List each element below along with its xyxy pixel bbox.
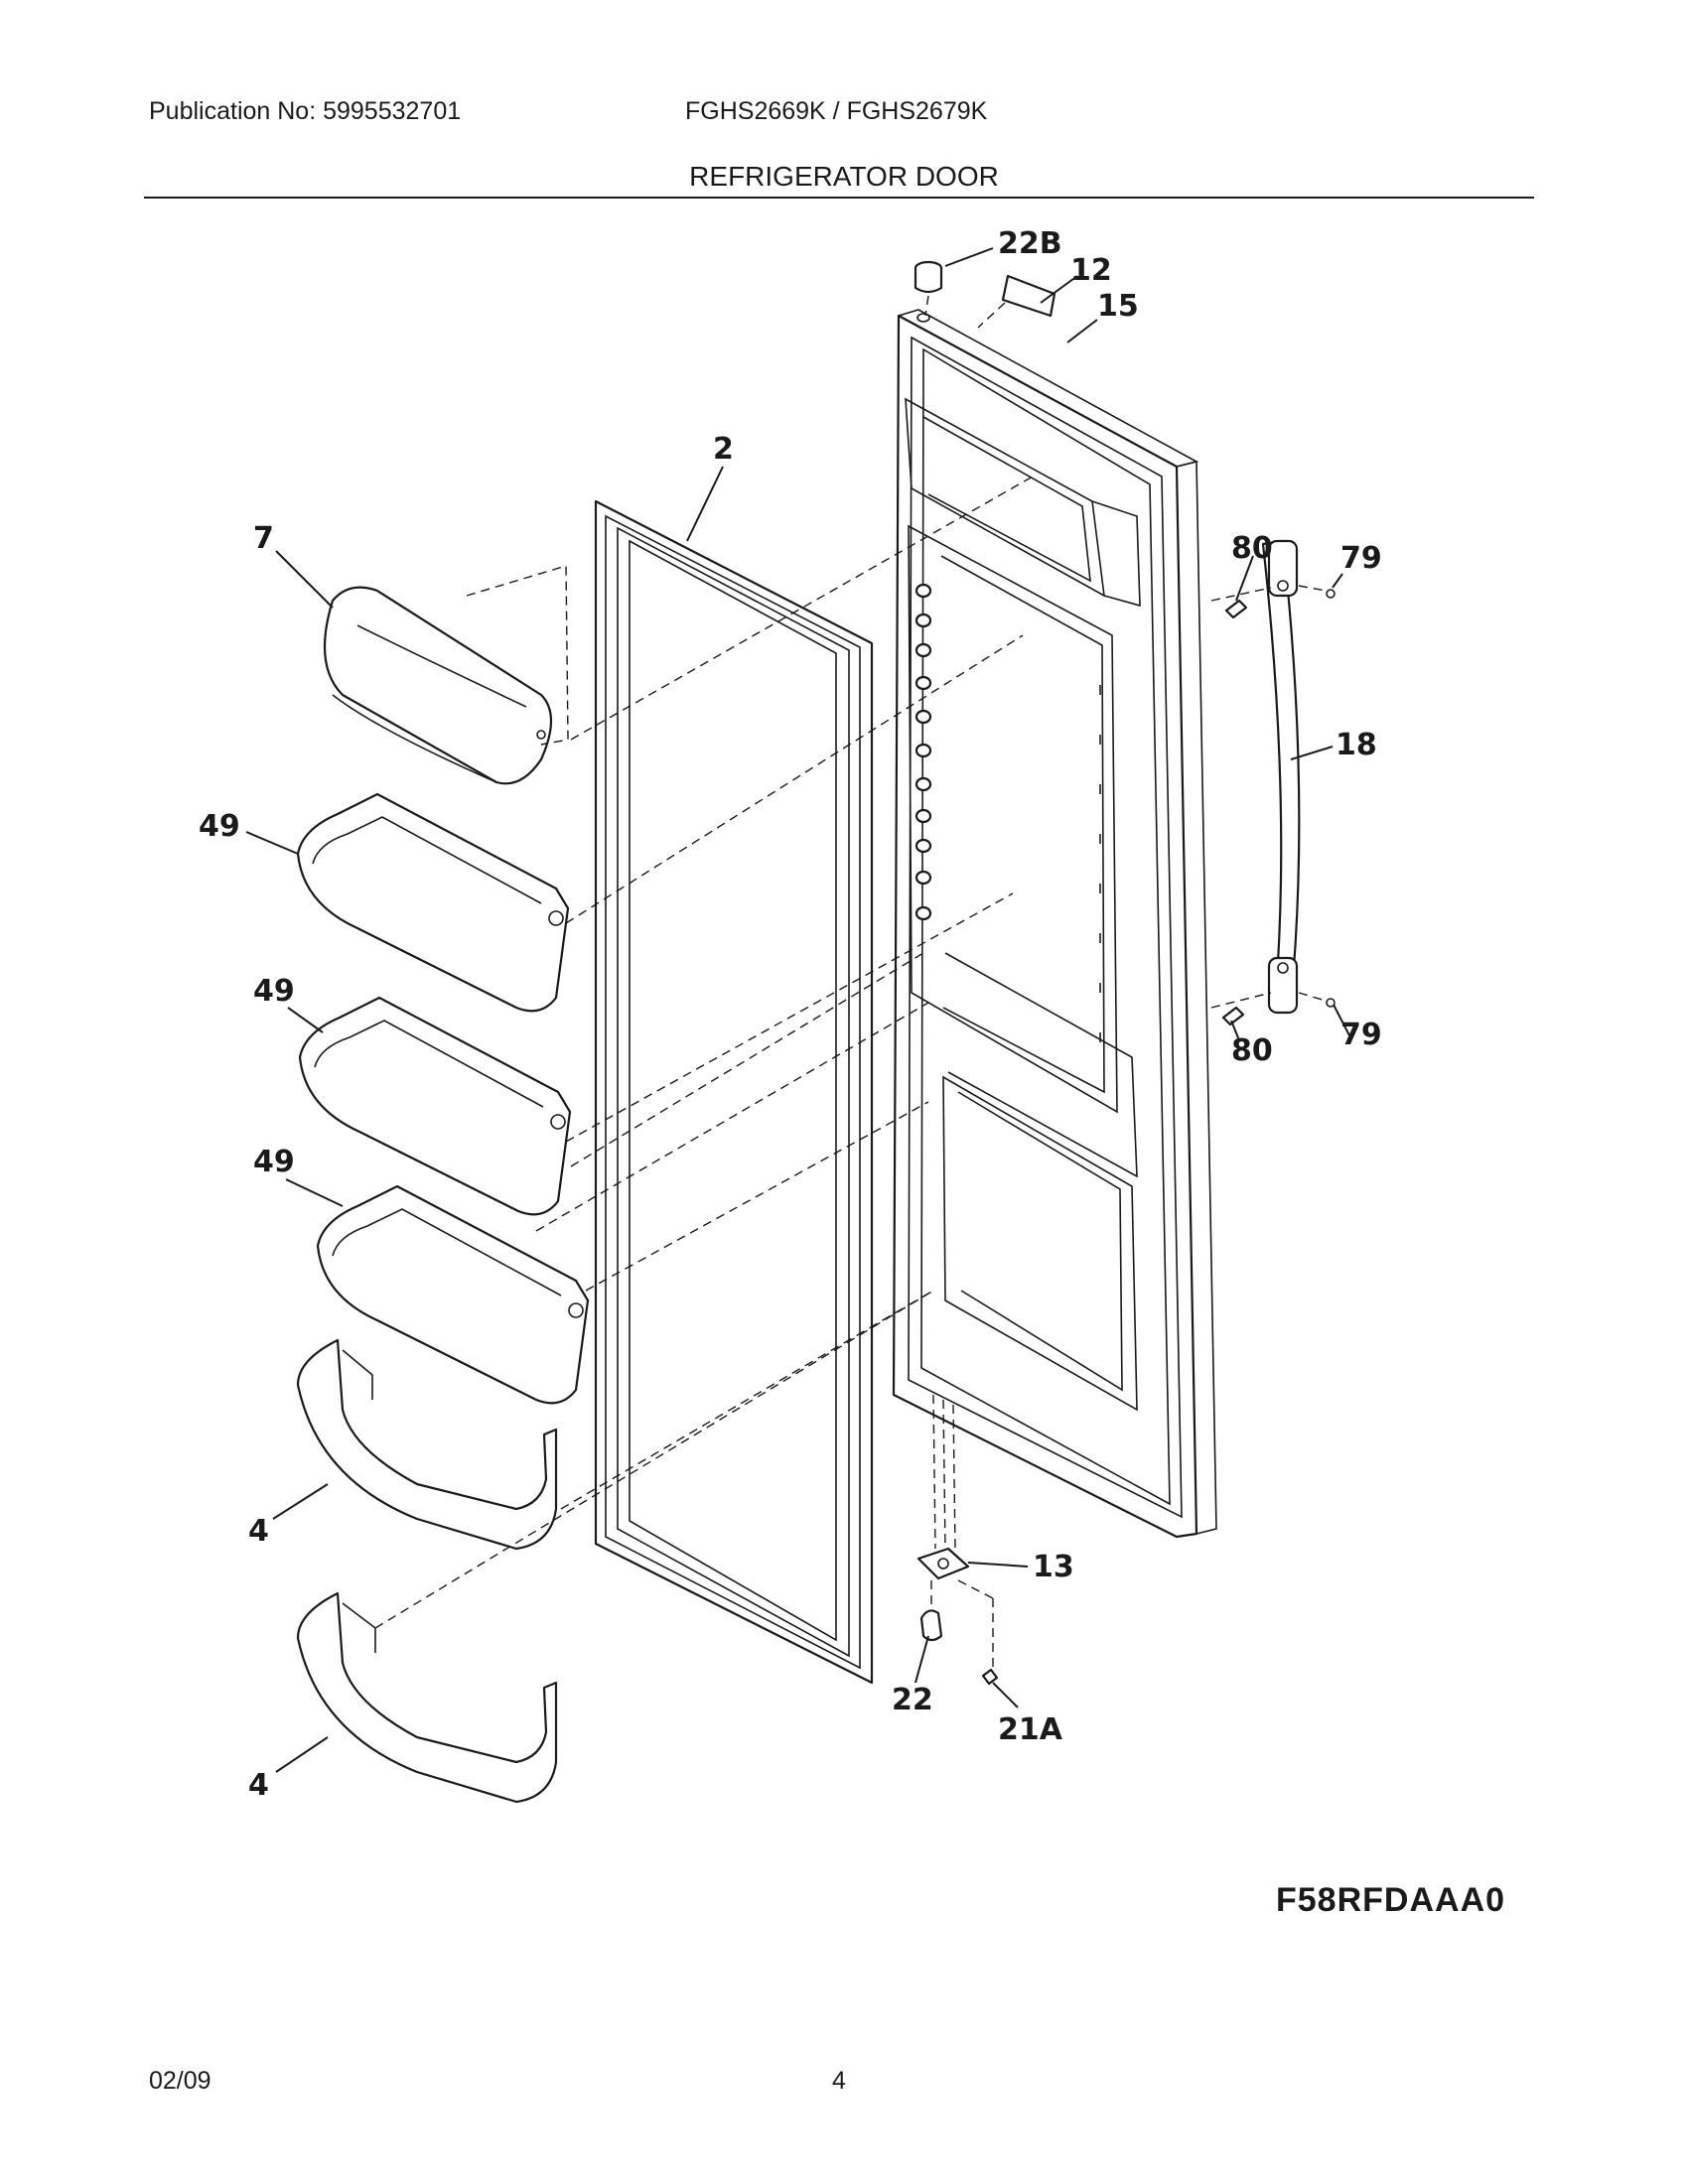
callout-21a: 21A	[998, 1712, 1063, 1747]
callout-22b: 22B	[998, 226, 1062, 261]
callout-4-lower: 4	[248, 1768, 269, 1803]
callout-80-top: 80	[1231, 531, 1273, 566]
hinge-bracket	[916, 1547, 970, 1580]
callout-2: 2	[713, 432, 734, 467]
callout-12: 12	[1070, 253, 1112, 288]
callout-49-bottom: 49	[253, 1145, 295, 1179]
door-gasket	[594, 499, 874, 1685]
callout-18: 18	[1336, 728, 1377, 762]
hinge-bushing-top	[914, 260, 943, 323]
callout-22: 22	[892, 1683, 933, 1717]
callout-7: 7	[253, 521, 274, 556]
door-bin-top	[296, 792, 570, 1013]
callout-49-middle: 49	[253, 974, 295, 1009]
diagram-code: F58RFDAAA0	[1276, 1881, 1506, 1919]
hinge-bushing-bottom	[919, 1609, 943, 1642]
callout-15: 15	[1097, 289, 1139, 324]
callout-80-bottom: 80	[1231, 1033, 1273, 1068]
dairy-door-cover	[323, 586, 552, 785]
shelf-peg-column	[914, 583, 932, 921]
door-bin-bottom	[316, 1184, 590, 1405]
publication-number: Publication No: 5995532701	[149, 97, 462, 125]
door-rack-upper	[296, 1338, 558, 1551]
callout-79-top: 79	[1340, 541, 1382, 576]
handle-plug-top	[1326, 589, 1336, 599]
door-bin-middle	[298, 996, 572, 1216]
callout-13: 13	[1033, 1550, 1074, 1584]
page-title: REFRIGERATOR DOOR	[689, 161, 999, 192]
handle-screw-top	[1224, 599, 1248, 619]
callout-49-top: 49	[199, 809, 240, 844]
footer-date: 02/09	[149, 2067, 211, 2095]
model-numbers: FGHS2669K / FGHS2679K	[685, 97, 988, 125]
handle-screw-bottom	[1221, 1006, 1245, 1026]
handle-plug-bottom	[1326, 998, 1336, 1008]
door-handle	[1210, 539, 1327, 1015]
door-rack-lower	[296, 1591, 558, 1804]
header-divider	[144, 197, 1534, 199]
callout-79-bottom: 79	[1340, 1018, 1382, 1052]
hinge-screw	[981, 1668, 999, 1686]
door-panel	[892, 309, 1217, 1539]
page-number: 4	[832, 2067, 846, 2095]
top-trim-cap	[977, 274, 1056, 329]
callout-4-upper: 4	[248, 1514, 269, 1549]
